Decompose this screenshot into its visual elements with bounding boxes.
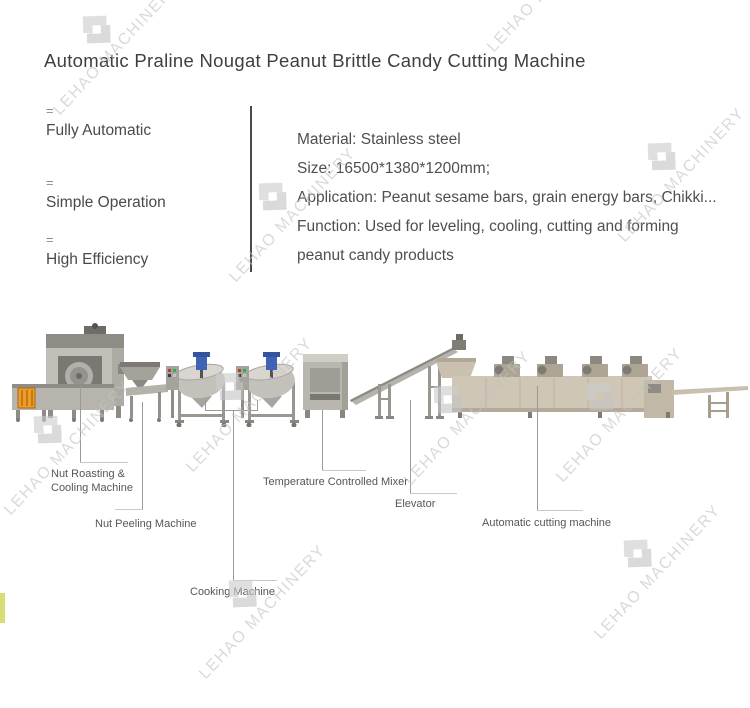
connector-cooking — [233, 410, 234, 580]
feature-high-efficiency: = High Efficiency — [46, 233, 148, 270]
feature-fully-automatic: = Fully Automatic — [46, 104, 151, 141]
label-elevator: Elevator — [395, 498, 436, 510]
cutting-machine-illustration — [436, 356, 748, 418]
label-line: Cooling Machine — [51, 481, 133, 494]
lehao-logo-icon — [258, 182, 287, 211]
connector-nut-peeling — [142, 402, 143, 510]
watermark: LEHAO MACHINERY — [551, 462, 750, 667]
connector-nut-peeling-tick — [115, 509, 143, 510]
spec-application: Application: Peanut sesame bars, grain e… — [297, 189, 717, 206]
connector-elevator-tick — [410, 493, 457, 494]
label-cutting-machine: Automatic cutting machine — [482, 517, 612, 529]
feature-label: High Efficiency — [46, 251, 149, 268]
feature-label: Simple Operation — [46, 194, 166, 211]
bullet-mark: = — [46, 103, 54, 118]
product-sheet: Automatic Praline Nougat Peanut Brittle … — [0, 0, 748, 683]
spec-function-cont: peanut candy products — [297, 247, 454, 264]
edge-color-strip — [0, 593, 5, 623]
connector-mixer-tick — [322, 470, 366, 471]
feature-simple-operation: = Simple Operation — [46, 176, 166, 213]
connector-kettle-bridge — [205, 410, 258, 411]
spec-material: Material: Stainless steel — [297, 131, 461, 148]
label-line: Nut Roasting & — [51, 468, 125, 480]
connector-cutting-tick — [537, 510, 583, 511]
label-temperature-mixer: Temperature Controlled Mixer — [263, 476, 408, 488]
cooking-kettle-2-illustration — [236, 352, 299, 427]
watermark-text: LEHAO MACHINERY — [484, 0, 618, 56]
connector-nut-roasting — [80, 386, 81, 463]
spec-list: Material: Stainless steel Size: 16500*13… — [297, 125, 727, 270]
watermark-text: LEHAO MACHINERY — [196, 541, 330, 683]
vertical-divider — [250, 106, 252, 272]
spec-function: Function: Used for leveling, cooling, cu… — [297, 218, 679, 235]
watermark: LEHAO MACHINERY — [156, 502, 355, 707]
label-cooking-machine: Cooking Machine — [190, 586, 275, 598]
lehao-logo-icon — [623, 539, 652, 568]
label-nut-roasting-machine: Nut Roasting & Cooling Machine — [51, 468, 133, 495]
connector-mixer — [322, 410, 323, 470]
connector-kettle2 — [257, 400, 258, 410]
feature-label: Fully Automatic — [46, 122, 152, 139]
bullet-mark: = — [46, 232, 54, 247]
spec-size: Size: 16500*1380*1200mm; — [297, 160, 491, 177]
temperature-mixer-illustration — [303, 354, 348, 418]
cooking-kettle-1-illustration — [166, 352, 229, 427]
label-nut-peeling-machine: Nut Peeling Machine — [95, 518, 197, 530]
nut-peeling-machine-illustration — [118, 362, 168, 422]
production-line-illustration — [12, 323, 748, 427]
connector-kettle1 — [205, 400, 206, 410]
connector-cooking-tick — [233, 580, 277, 581]
connector-nut-roasting-tick — [80, 462, 128, 463]
nut-roasting-machine-illustration — [12, 323, 124, 422]
connector-cutting — [537, 386, 538, 510]
watermark-text: LEHAO MACHINERY — [591, 501, 725, 643]
bullet-mark: = — [46, 175, 54, 190]
page-title: Automatic Praline Nougat Peanut Brittle … — [44, 50, 586, 71]
connector-elevator — [410, 400, 411, 493]
